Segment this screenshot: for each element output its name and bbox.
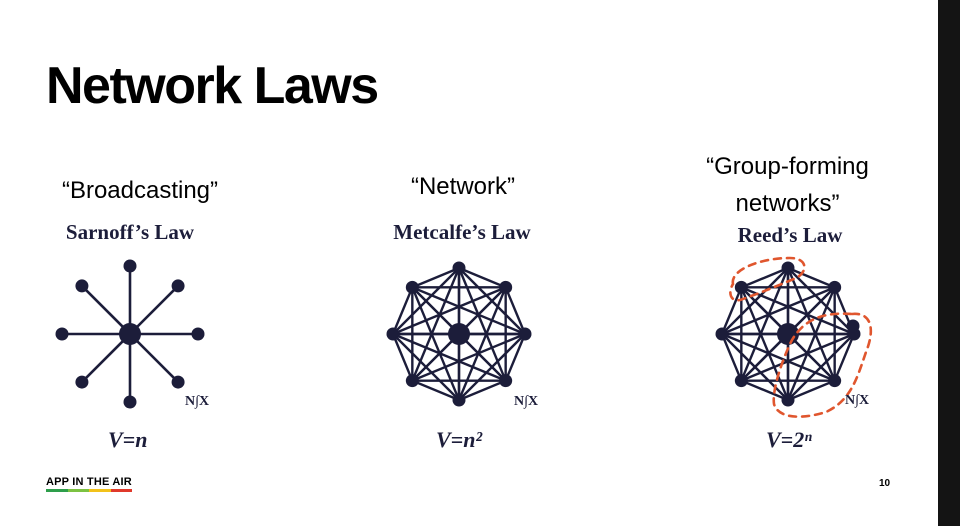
metcalfes-law-title: Metcalfe’s Law bbox=[393, 220, 531, 244]
network-node bbox=[123, 395, 137, 409]
network-node bbox=[405, 374, 419, 388]
network-edge bbox=[411, 286, 526, 336]
network-node bbox=[499, 374, 513, 388]
brand-logo-text: APP IN THE AIR bbox=[46, 476, 132, 488]
brand-color-stripe bbox=[46, 489, 132, 492]
stripe-green bbox=[46, 489, 68, 492]
network-edge bbox=[504, 333, 527, 382]
network-edge bbox=[740, 286, 790, 401]
network-node bbox=[734, 374, 748, 388]
network-node bbox=[55, 327, 69, 341]
network-edge bbox=[411, 286, 461, 401]
network-node bbox=[386, 327, 400, 341]
network-edge bbox=[787, 286, 836, 335]
network-edge bbox=[80, 284, 131, 335]
group-forming-caption-line-1: “Group-forming bbox=[706, 153, 869, 180]
network-edge bbox=[833, 333, 856, 382]
network-node bbox=[75, 375, 89, 389]
hub-node bbox=[448, 323, 470, 345]
network-edge bbox=[740, 379, 789, 402]
hub-node bbox=[777, 323, 799, 345]
network-edge bbox=[504, 286, 527, 335]
metcalfes-law-formula: V=n² bbox=[436, 427, 483, 452]
group-extra-node bbox=[846, 319, 860, 333]
sarnoffs-law-title: Sarnoff’s Law bbox=[65, 220, 195, 244]
hub-node bbox=[119, 323, 141, 345]
nfx-watermark-1: N∫X bbox=[185, 394, 210, 409]
group-forming-caption: “Group-forming networks” bbox=[665, 148, 910, 222]
network-edge bbox=[740, 286, 855, 336]
network-node bbox=[828, 374, 842, 388]
network-edge bbox=[740, 286, 789, 335]
network-node bbox=[499, 280, 513, 294]
network-node bbox=[715, 327, 729, 341]
network-node bbox=[171, 375, 185, 389]
network-node bbox=[75, 279, 89, 293]
network-node bbox=[734, 280, 748, 294]
network-edge bbox=[740, 333, 789, 382]
stripe-red bbox=[110, 489, 132, 492]
network-edge bbox=[411, 379, 460, 402]
group-outline-top bbox=[729, 256, 806, 302]
network-edge bbox=[80, 333, 131, 384]
network-edge bbox=[720, 333, 743, 382]
network-edge bbox=[391, 286, 414, 335]
network-node bbox=[191, 327, 205, 341]
network-edge bbox=[740, 266, 789, 289]
network-node bbox=[518, 327, 532, 341]
stripe-yellow bbox=[89, 489, 111, 492]
network-node bbox=[452, 261, 466, 275]
network-edge bbox=[129, 284, 180, 335]
group-outline-right bbox=[772, 312, 873, 418]
broadcasting-caption: “Broadcasting” bbox=[61, 177, 219, 204]
network-edge bbox=[787, 266, 836, 289]
reeds-law-title: Reed’s Law bbox=[737, 223, 843, 247]
network-node bbox=[405, 280, 419, 294]
network-node bbox=[781, 393, 795, 407]
page-number: 10 bbox=[879, 478, 891, 489]
nfx-watermark-3: N∫X bbox=[845, 393, 870, 408]
network-edge bbox=[391, 333, 414, 382]
network-node bbox=[452, 393, 466, 407]
network-edge bbox=[787, 379, 836, 402]
network-node bbox=[828, 280, 842, 294]
network-caption: “Network” bbox=[410, 173, 515, 200]
network-edge bbox=[720, 286, 743, 335]
sarnoffs-law-formula: V=n bbox=[108, 427, 148, 452]
network-edge bbox=[129, 333, 180, 384]
network-edge bbox=[458, 266, 507, 289]
stripe-lightgreen bbox=[67, 489, 89, 492]
network-node bbox=[781, 261, 795, 275]
group-forming-caption-line-2: networks” bbox=[735, 190, 840, 217]
network-node bbox=[123, 259, 137, 273]
right-edge-bar bbox=[938, 0, 960, 526]
network-edge bbox=[787, 333, 836, 382]
reeds-law-formula: V=2ⁿ bbox=[766, 427, 812, 452]
network-edge bbox=[411, 266, 460, 289]
slide-title: Network Laws bbox=[46, 57, 379, 115]
network-node bbox=[171, 279, 185, 293]
network-edge bbox=[458, 379, 507, 402]
nfx-watermark-2: N∫X bbox=[514, 394, 539, 409]
